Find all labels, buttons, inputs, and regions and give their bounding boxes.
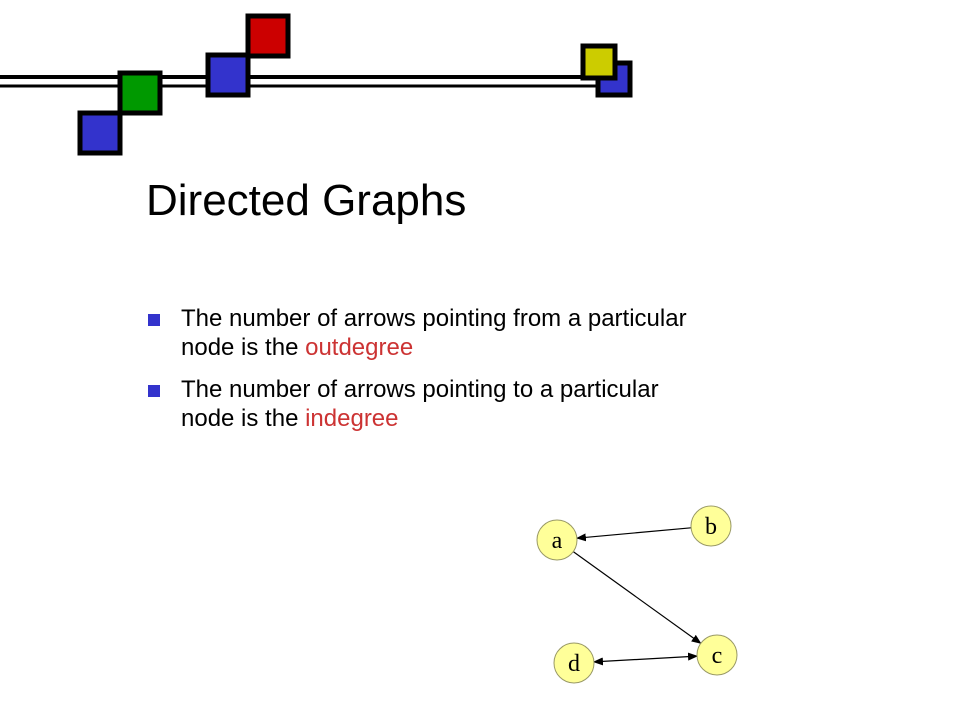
slide-title: Directed Graphs [146,176,467,225]
node-circle [696,634,738,676]
edge-a-c [572,551,702,644]
edge-d-c [592,652,699,666]
decor-square-green [117,70,163,116]
bullet-square-icon [148,314,160,326]
bullet-text-line1: The number of arrows pointing to a parti… [181,376,659,403]
node-a: a [536,519,578,561]
bullet-square-icon [148,385,160,397]
bullet-text-line2: node is the [181,334,306,361]
decor-square-yellow [580,43,618,81]
bullet-outdegree: The number of arrows pointing from a par… [148,304,868,362]
bullet-indegree: The number of arrows pointing to a parti… [148,375,868,433]
term-outdegree: outdegree [305,334,414,361]
node-d: d [553,642,595,684]
bullet-text-line1: The number of arrows pointing from a par… [181,305,687,332]
decor-square-blue-mid [205,52,251,98]
node-b: b [690,505,732,547]
decor-square-blue-small [77,110,123,156]
bullet-text-line2: node is the [181,405,306,432]
decor-square-red [245,13,291,59]
node-circle [690,505,732,547]
node-c: c [696,634,738,676]
node-label: a [552,528,563,554]
bullet-list: The number of arrows pointing from a par… [148,304,868,446]
node-label: d [568,651,580,677]
node-label: b [705,514,717,540]
node-label: c [712,643,723,669]
node-circle [536,519,578,561]
term-indegree: indegree [305,405,399,432]
header-decoration [0,13,633,156]
node-circle [553,642,595,684]
edge-b-a [575,527,692,542]
